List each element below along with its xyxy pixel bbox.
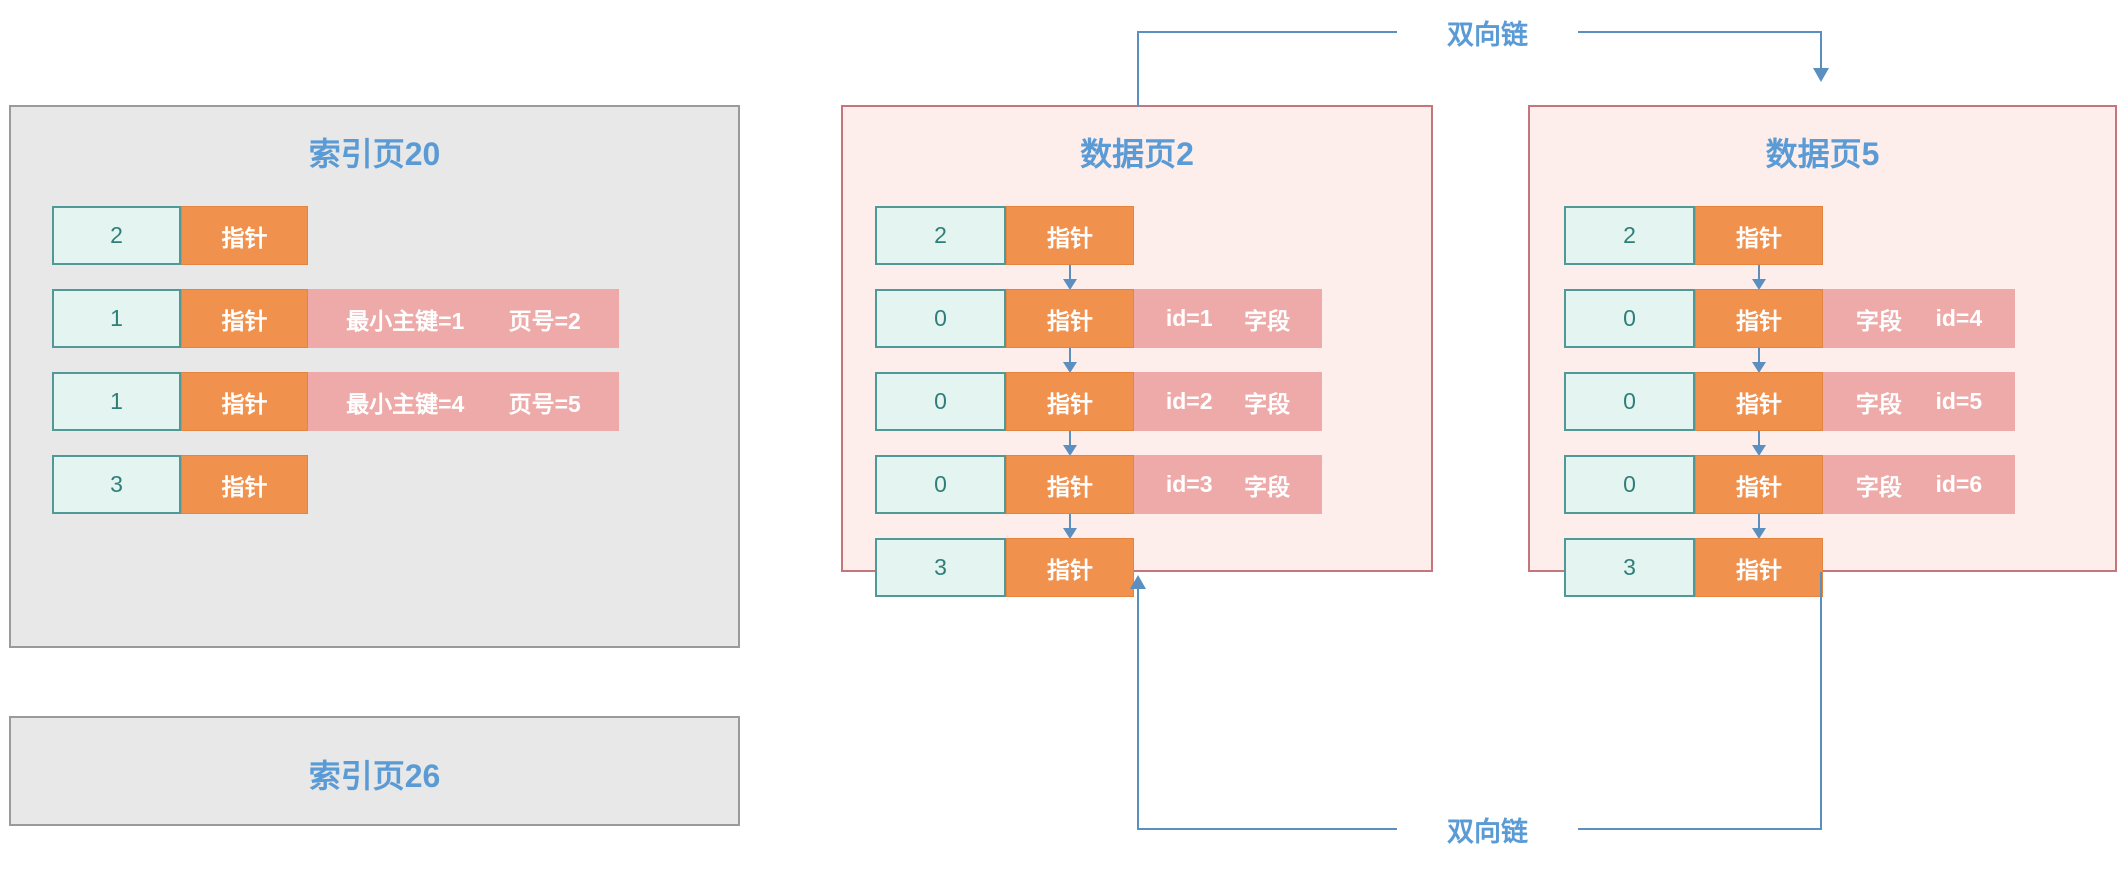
record-pointer-cell: 指针 [1006, 372, 1134, 431]
record-pointer-cell: 指针 [1695, 372, 1823, 431]
record-key-cell: 3 [52, 455, 181, 514]
record-key-cell: 0 [1564, 289, 1695, 348]
bottom-link-vertical-right [1820, 572, 1822, 830]
data-record-row: 0 指针 字段 id=6 [1564, 455, 2015, 514]
record-data-field: id=5 [1935, 388, 1983, 414]
record-key-cell: 0 [875, 372, 1006, 431]
record-link-arrow-icon [1752, 514, 1766, 539]
top-link-vertical-right [1820, 31, 1822, 71]
record-data-cell: 字段 id=4 [1823, 289, 2015, 348]
record-data-field: id=4 [1935, 305, 1983, 331]
record-data-field: id=3 [1165, 471, 1213, 497]
record-data-field: 最小主键=4 [346, 390, 465, 417]
bottom-link-arrowhead-icon [1130, 575, 1146, 589]
record-key-cell: 2 [1564, 206, 1695, 265]
index-record-row: 1 指针 最小主键=4 页号=5 [52, 372, 619, 431]
record-pointer-cell: 指针 [181, 372, 308, 431]
index-record-row: 2 指针 [52, 206, 308, 265]
record-data-field: id=6 [1935, 471, 1983, 497]
bottom-link-vertical-left [1137, 588, 1139, 830]
record-key-cell: 2 [52, 206, 181, 265]
record-pointer-cell: 指针 [1006, 538, 1134, 597]
bottom-link-horizontal-right [1558, 828, 1822, 830]
record-link-arrow-icon [1063, 514, 1077, 539]
record-data-field: id=1 [1165, 305, 1213, 331]
record-key-cell: 3 [875, 538, 1006, 597]
record-pointer-cell: 指针 [1006, 206, 1134, 265]
record-pointer-cell: 指针 [181, 206, 308, 265]
index-page-20-box: 索引页20 2 指针 1 指针 最小主键=1 页号=2 1 指针 最小主键=4 … [9, 105, 740, 648]
record-key-cell: 0 [1564, 372, 1695, 431]
data-record-row: 3 指针 [1564, 538, 1823, 597]
record-key-cell: 1 [52, 289, 181, 348]
index-page-26-box: 索引页26 [9, 716, 740, 826]
data-page-2-title: 数据页2 [1080, 136, 1194, 172]
record-data-field: 页号=5 [508, 390, 581, 417]
record-key-cell: 1 [52, 372, 181, 431]
index-page-20-title: 索引页20 [308, 136, 441, 172]
bottom-link-label: 双向链 [1397, 810, 1578, 849]
data-record-row: 0 指针 id=3 字段 [875, 455, 1322, 514]
record-data-field: 字段 [1855, 390, 1902, 417]
data-record-row: 2 指针 [1564, 206, 1823, 265]
record-pointer-cell: 指针 [1695, 289, 1823, 348]
record-data-cell: 最小主键=4 页号=5 [308, 372, 619, 431]
record-link-arrow-icon [1752, 265, 1766, 290]
record-data-cell: 字段 id=5 [1823, 372, 2015, 431]
top-link-horizontal-right [1558, 31, 1822, 33]
data-record-row: 0 指针 id=2 字段 [875, 372, 1322, 431]
record-pointer-cell: 指针 [1695, 538, 1823, 597]
top-link-horizontal-left [1137, 31, 1397, 33]
record-data-field: 字段 [1244, 390, 1291, 417]
record-pointer-cell: 指针 [181, 455, 308, 514]
record-data-field: 字段 [1244, 473, 1291, 500]
record-pointer-cell: 指针 [1695, 206, 1823, 265]
record-link-arrow-icon [1063, 265, 1077, 290]
data-page-5-title: 数据页5 [1765, 136, 1880, 172]
data-page-5-box: 数据页5 2 指针 0 指针 字段 id=4 0 指针 字段 id=5 [1528, 105, 2117, 597]
record-link-arrow-icon [1063, 348, 1077, 373]
index-record-row: 1 指针 最小主键=1 页号=2 [52, 289, 619, 348]
data-record-row: 0 指针 字段 id=4 [1564, 289, 2015, 348]
record-key-cell: 0 [875, 455, 1006, 514]
data-record-row: 0 指针 字段 id=5 [1564, 372, 2015, 431]
record-key-cell: 0 [1564, 455, 1695, 514]
record-pointer-cell: 指针 [181, 289, 308, 348]
data-record-row: 0 指针 id=1 字段 [875, 289, 1322, 348]
record-link-arrow-icon [1063, 431, 1077, 456]
record-data-field: 字段 [1855, 473, 1902, 500]
data-record-row: 2 指针 [875, 206, 1134, 265]
record-data-field: 页号=2 [508, 307, 581, 334]
record-pointer-cell: 指针 [1006, 289, 1134, 348]
record-data-cell: id=3 字段 [1134, 455, 1322, 514]
record-pointer-cell: 指针 [1006, 455, 1134, 514]
index-page-26-title: 索引页26 [308, 758, 441, 794]
record-data-field: id=2 [1165, 388, 1213, 414]
top-link-arrowhead-icon [1813, 68, 1829, 82]
record-link-arrow-icon [1752, 431, 1766, 456]
record-pointer-cell: 指针 [1695, 455, 1823, 514]
record-data-cell: 最小主键=1 页号=2 [308, 289, 619, 348]
record-data-field: 最小主键=1 [346, 307, 465, 334]
top-link-label: 双向链 [1397, 13, 1578, 52]
top-link-vertical-left [1137, 31, 1139, 107]
record-data-cell: 字段 id=6 [1823, 455, 2015, 514]
data-record-row: 3 指针 [875, 538, 1134, 597]
record-data-field: 字段 [1855, 307, 1902, 334]
record-data-cell: id=1 字段 [1134, 289, 1322, 348]
index-record-row: 3 指针 [52, 455, 308, 514]
data-page-2-box: 数据页2 2 指针 0 指针 id=1 字段 0 指针 id=2 字段 [841, 105, 1433, 597]
bottom-link-horizontal-left [1137, 828, 1397, 830]
record-key-cell: 2 [875, 206, 1006, 265]
record-key-cell: 0 [875, 289, 1006, 348]
record-key-cell: 3 [1564, 538, 1695, 597]
record-data-field: 字段 [1244, 307, 1291, 334]
record-link-arrow-icon [1752, 348, 1766, 373]
record-data-cell: id=2 字段 [1134, 372, 1322, 431]
